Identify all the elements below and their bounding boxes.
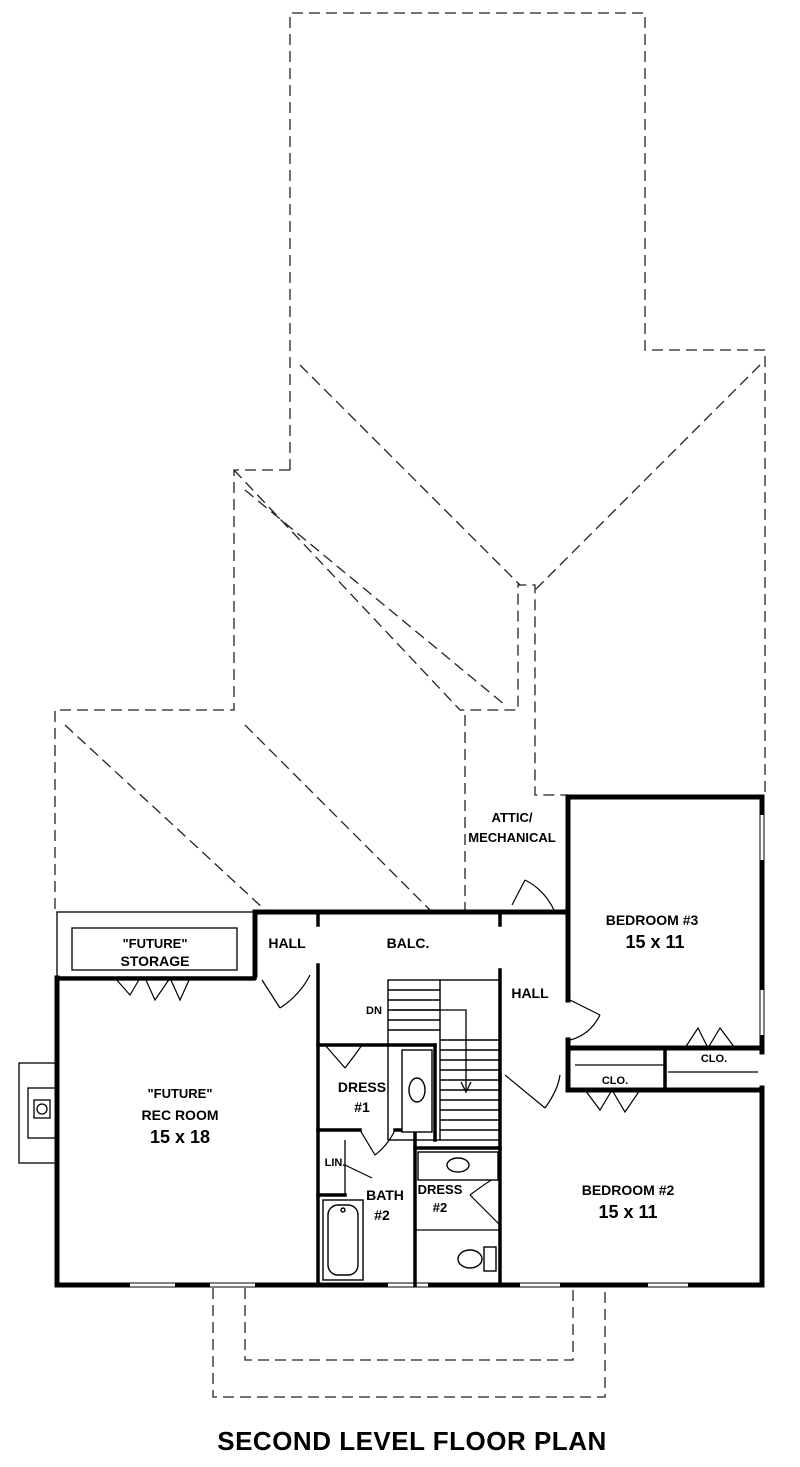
linen-label: LIN. — [325, 1157, 346, 1169]
storage-label-line2: STORAGE — [121, 953, 190, 969]
bedroom3-name: BEDROOM #3 — [606, 912, 699, 928]
stair-down-label: DN — [366, 1005, 382, 1017]
bath2-label-line2: #2 — [374, 1207, 390, 1223]
bedroom3-size: 15 x 11 — [625, 932, 684, 952]
bath2-label-line1: BATH — [366, 1187, 404, 1203]
closet-bottom-label: CLO. — [602, 1075, 628, 1087]
staircase — [387, 979, 501, 1141]
rec-room-size: 15 x 18 — [150, 1127, 210, 1147]
doors — [114, 879, 736, 1226]
bedroom2-name: BEDROOM #2 — [582, 1182, 675, 1198]
fireplace — [18, 1062, 58, 1164]
bedroom2-size: 15 x 11 — [598, 1202, 657, 1222]
interior-walls — [316, 907, 765, 1287]
hall-left-label: HALL — [268, 935, 306, 951]
rec-room-label-line1: "FUTURE" — [147, 1086, 212, 1101]
room-labels: ATTIC/ MECHANICAL BEDROOM #3 15 x 11 "FU… — [121, 810, 728, 1223]
fixtures — [322, 1049, 499, 1281]
front-porch-outline — [212, 1288, 606, 1398]
attic-label-line1: ATTIC/ — [492, 810, 533, 825]
attic-label-line2: MECHANICAL — [468, 830, 555, 845]
dress2-label-line2: #2 — [433, 1200, 447, 1215]
dress1-label-line2: #1 — [354, 1099, 370, 1115]
dress1-label-line1: DRESS — [338, 1079, 386, 1095]
rec-room-label-line2: REC ROOM — [142, 1107, 219, 1123]
closet-top-label: CLO. — [701, 1053, 727, 1065]
roof-outline — [54, 12, 766, 912]
dress2-label-line1: DRESS — [418, 1182, 463, 1197]
balcony-label: BALC. — [387, 935, 430, 951]
hall-right-label: HALL — [511, 985, 549, 1001]
storage-label-line1: "FUTURE" — [122, 936, 187, 951]
exterior-walls — [54, 794, 765, 1288]
plan-title: SECOND LEVEL FLOOR PLAN — [217, 1426, 607, 1456]
